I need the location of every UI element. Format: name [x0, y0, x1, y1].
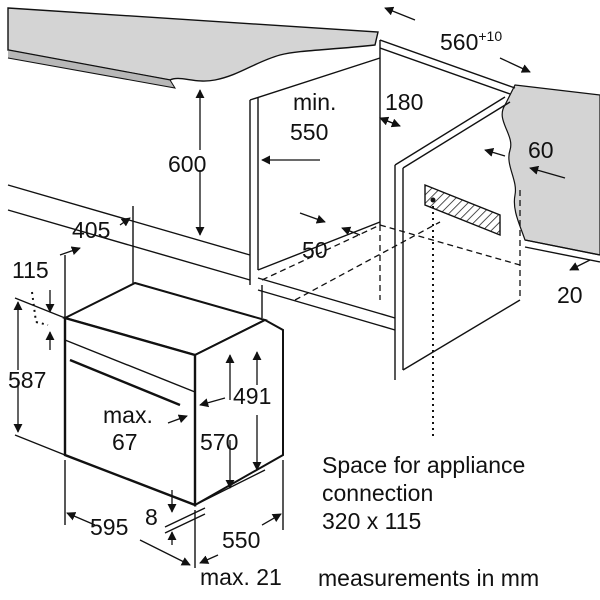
dim-50: 50	[302, 237, 328, 263]
dim-600: 600	[168, 151, 206, 177]
dim-60: 60	[528, 137, 554, 163]
dim-max-label: max.	[103, 402, 153, 428]
dim-20: 20	[557, 282, 583, 308]
dim-8: 8	[145, 504, 158, 530]
units-note: measurements in mm	[318, 565, 539, 591]
dim-550: 550	[222, 527, 260, 553]
oven	[62, 281, 284, 507]
dim-550-min: 550	[290, 119, 328, 145]
dim-115: 115	[12, 257, 49, 283]
appliance-connection-area	[424, 183, 501, 440]
dim-405: 405	[72, 217, 110, 243]
side-wall-panel	[501, 84, 600, 263]
dim-570: 570	[200, 429, 238, 455]
dim-491: 491	[233, 383, 271, 409]
dim-max-21: max. 21	[200, 564, 282, 590]
dim-587: 587	[8, 367, 46, 393]
connection-note-line2: connection	[322, 480, 433, 506]
connection-note-line1: Space for appliance	[322, 452, 525, 478]
dim-180: 180	[385, 89, 423, 115]
dim-595: 595	[90, 514, 128, 540]
connection-note-line3: 320 x 115	[322, 508, 421, 534]
dim-67: 67	[112, 429, 138, 455]
dimension-lines	[13, 6, 591, 568]
dim-min-label: min.	[293, 89, 336, 115]
cabinet-frame	[7, 39, 521, 380]
dim-560-label: 560+10	[440, 28, 502, 55]
countertop	[7, 7, 379, 89]
